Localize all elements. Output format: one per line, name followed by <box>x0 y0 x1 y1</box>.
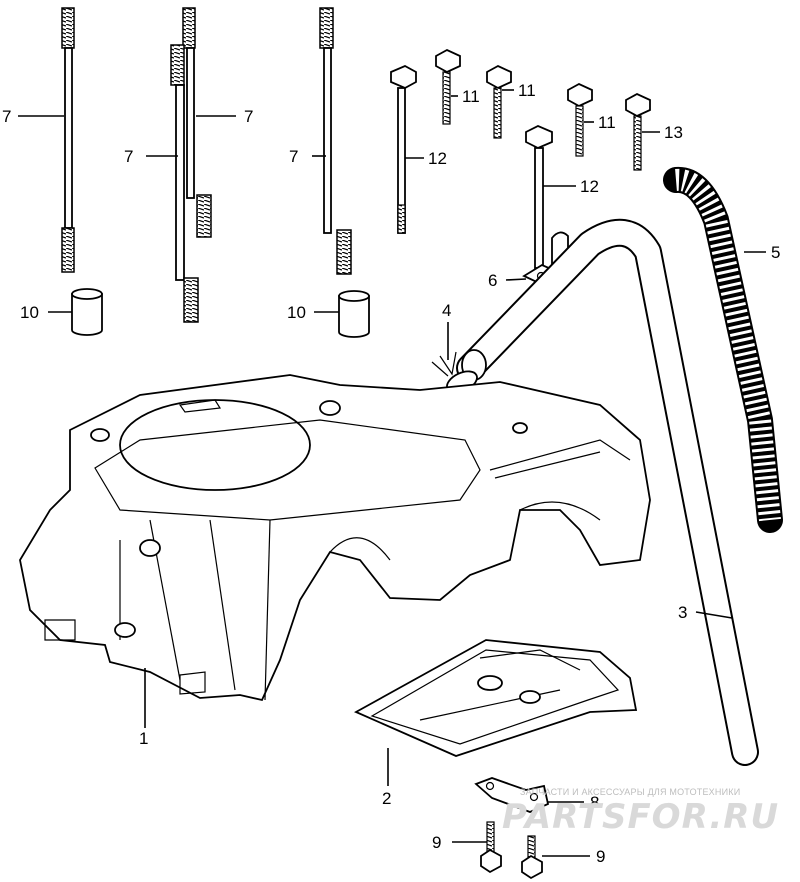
stud-7-right <box>319 7 352 275</box>
stud-7-left <box>61 7 75 273</box>
crankcase-1 <box>19 374 651 702</box>
watermark-tagline: ЗАПЧАСТИ И АКСЕССУАРЫ ДЛЯ МОТОТЕХНИКИ <box>520 787 741 797</box>
callout-5: 5 <box>771 243 780 262</box>
bolt-11-c <box>567 82 593 157</box>
plate-8 <box>474 777 550 813</box>
bolt-12-right <box>525 125 553 269</box>
stud-7-center-back <box>182 7 212 238</box>
bolt-11-a <box>435 48 461 125</box>
bolt-12-left <box>390 65 417 234</box>
dowel-pin-10-right <box>338 290 370 338</box>
bolt-9-left <box>480 821 502 874</box>
callout-1: 1 <box>139 729 148 748</box>
bolt-9-right <box>521 835 543 880</box>
callout-12: 12 <box>428 149 447 168</box>
watermark-brand: PARTSFOR.RU <box>502 797 780 837</box>
callout-11: 11 <box>462 87 480 106</box>
leader-lines <box>18 89 766 857</box>
callout-11: 11 <box>518 81 536 100</box>
callout-4: 4 <box>442 301 451 320</box>
callout-12: 12 <box>580 177 599 196</box>
callout-8: 8 <box>590 793 599 812</box>
callout-9: 9 <box>596 847 605 866</box>
spring-5 <box>663 166 783 533</box>
callout-3: 3 <box>678 603 687 622</box>
watermark: ЗАПЧАСТИ И АКСЕССУАРЫ ДЛЯ МОТОТЕХНИКИ PA… <box>470 783 800 843</box>
bolt-13 <box>625 92 651 171</box>
callout-7: 7 <box>289 147 298 166</box>
callout-7: 7 <box>244 107 253 126</box>
oil-strainer-2 <box>353 639 638 757</box>
callout-7: 7 <box>2 107 11 126</box>
callout-9: 9 <box>432 833 441 852</box>
callout-10: 10 <box>287 303 306 322</box>
bolt-11-b <box>486 64 512 139</box>
callout-labels: 7 7 7 7 10 10 12 11 11 11 13 12 6 4 5 3 … <box>2 81 780 866</box>
callout-13: 13 <box>664 123 683 142</box>
stud-7-center-front <box>170 44 199 323</box>
callout-2: 2 <box>382 789 391 808</box>
dowel-pin-10-left <box>71 288 103 336</box>
callout-11: 11 <box>598 113 616 132</box>
callout-6: 6 <box>488 271 497 290</box>
callout-10: 10 <box>20 303 39 322</box>
callout-7: 7 <box>124 147 133 166</box>
